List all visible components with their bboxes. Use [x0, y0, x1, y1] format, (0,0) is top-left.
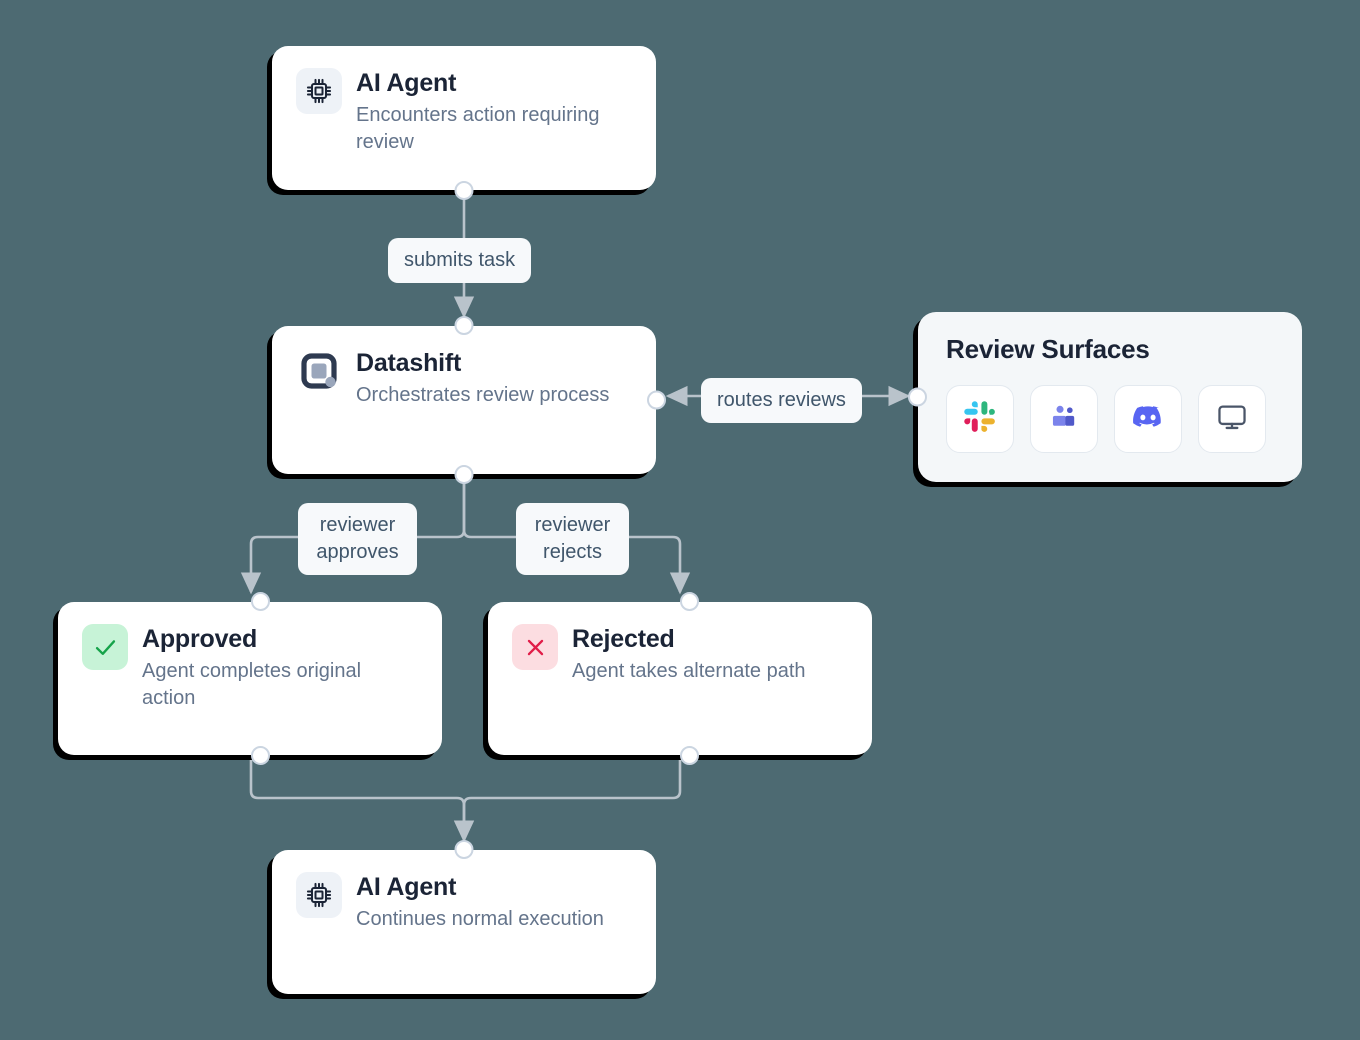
- edge-approved-to-agent: [249, 755, 475, 843]
- surface-tile-discord[interactable]: [1114, 385, 1182, 453]
- node-description: Agent completes original action: [142, 659, 362, 709]
- node-datashift[interactable]: Datashift Orchestrates review process: [272, 316, 666, 484]
- edge-label-reviewer-rejects: reviewer rejects: [516, 503, 629, 575]
- node-rejected[interactable]: Rejected Agent takes alternate path: [488, 592, 872, 765]
- panel-title: Review Surfaces: [946, 334, 1150, 364]
- handle-target-top[interactable]: [454, 840, 474, 859]
- node-approved[interactable]: Approved Agent completes original action: [58, 592, 442, 765]
- surface-icon-row: [946, 385, 1276, 453]
- surface-tile-web[interactable]: [1198, 385, 1266, 453]
- node-text: AI Agent Encounters action requiring rev…: [356, 68, 616, 156]
- node-title: Approved: [142, 625, 258, 653]
- monitor-screen-icon: [1216, 401, 1248, 438]
- node-text: AI Agent Continues normal execution: [356, 872, 604, 933]
- handle-target-top[interactable]: [680, 592, 699, 611]
- handle-source-bottom[interactable]: [454, 465, 474, 484]
- node-text: Datashift Orchestrates review process: [356, 348, 609, 409]
- handle-source-bottom[interactable]: [680, 746, 699, 765]
- edge-label-submits-task: submits task: [388, 238, 532, 283]
- handle-left[interactable]: [908, 387, 927, 407]
- node-description: Continues normal execution: [356, 907, 604, 930]
- cpu-chip-icon: [296, 68, 342, 114]
- cpu-chip-icon: [296, 872, 342, 918]
- panel-review-surfaces[interactable]: Review Surfaces: [908, 312, 1302, 482]
- node-ai-agent-top[interactable]: AI Agent Encounters action requiring rev…: [272, 46, 656, 200]
- node-title: Rejected: [572, 625, 675, 653]
- node-description: Encounters action requiring review: [356, 103, 600, 153]
- edge-label-routes-reviews: routes reviews: [701, 378, 862, 423]
- x-icon: [512, 624, 558, 670]
- edge-label-reviewer-approves: reviewer approves: [298, 503, 417, 575]
- handle-source-bottom[interactable]: [454, 181, 474, 200]
- handle-source-bottom[interactable]: [251, 746, 270, 765]
- node-title: Datashift: [356, 349, 462, 377]
- edge-rejected-to-agent: [453, 755, 682, 843]
- check-icon: [82, 624, 128, 670]
- node-description: Orchestrates review process: [356, 383, 610, 406]
- surface-tile-slack[interactable]: [946, 385, 1014, 453]
- node-ai-agent-bottom[interactable]: AI Agent Continues normal execution: [272, 840, 656, 994]
- microsoft-teams-icon: [1047, 400, 1081, 439]
- handle-target-top[interactable]: [251, 592, 270, 611]
- node-description: Agent takes alternate path: [572, 659, 806, 682]
- datashift-logo-icon: [296, 348, 342, 394]
- slack-icon: [963, 400, 997, 439]
- surface-tile-teams[interactable]: [1030, 385, 1098, 453]
- node-text: Approved Agent completes original action: [142, 624, 397, 712]
- node-text: Rejected Agent takes alternate path: [572, 624, 806, 685]
- node-title: AI Agent: [356, 69, 457, 97]
- handle-target-top[interactable]: [454, 316, 474, 335]
- node-title: AI Agent: [356, 873, 457, 901]
- handle-right[interactable]: [647, 390, 666, 410]
- discord-icon: [1131, 400, 1165, 439]
